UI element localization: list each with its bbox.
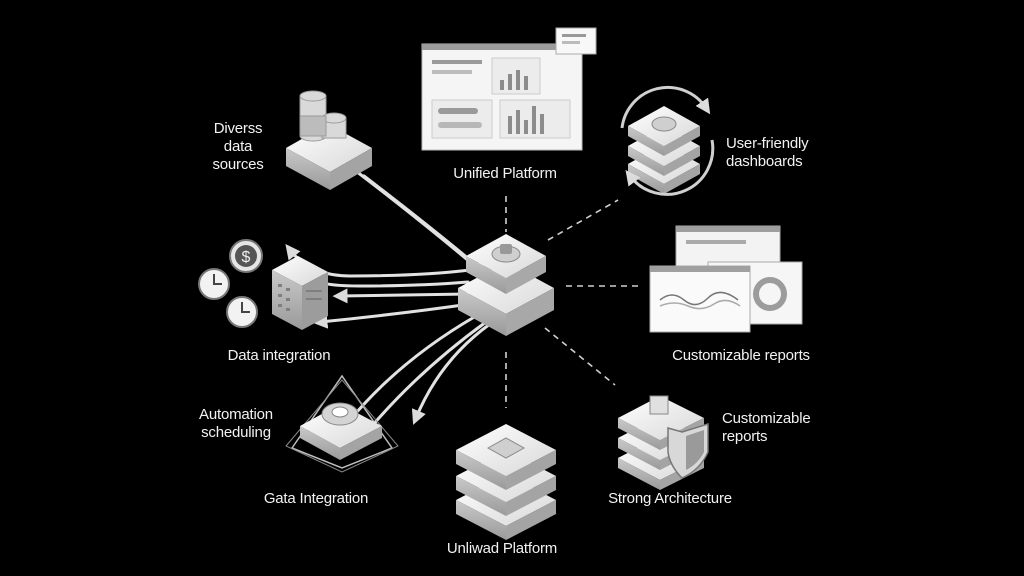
dollar-coin-icon: $ (229, 239, 263, 273)
data-integration-icon (272, 256, 328, 330)
flow-pipes (285, 166, 492, 428)
unified-platform-dashboard (421, 27, 597, 151)
label-customizable-reports: Customizable reports (672, 347, 810, 364)
platform-stack-icon (456, 424, 556, 540)
clock-icon-2 (226, 296, 258, 328)
clock-icon (198, 268, 230, 300)
dollar-symbol: $ (242, 249, 251, 266)
label-unliwad-platform: Unliwad Platform (446, 540, 558, 557)
architecture-shield-icon (618, 395, 709, 490)
label-gata-integration: Gata Integration (263, 490, 369, 507)
report-sheets-icon (649, 225, 803, 333)
central-hub (458, 234, 554, 336)
label-diverse-data-sources: Diverss data sources (212, 120, 264, 173)
label-automation-scheduling: Automation scheduling (199, 406, 273, 441)
data-sources-icon (286, 90, 372, 190)
label-unified-platform: Unified Platform (453, 165, 557, 182)
dashboard-stack-icon (620, 85, 715, 196)
automation-scheduling-icon (285, 374, 399, 473)
label-data-integration: Data integration (227, 347, 331, 364)
label-strong-architecture: Strong Architecture (608, 490, 732, 507)
label-customizable-reports-2: Customizable reports (722, 410, 811, 445)
label-user-friendly-dashboards: User-friendly dashboards (726, 135, 809, 170)
dashed-connectors (505, 196, 640, 408)
